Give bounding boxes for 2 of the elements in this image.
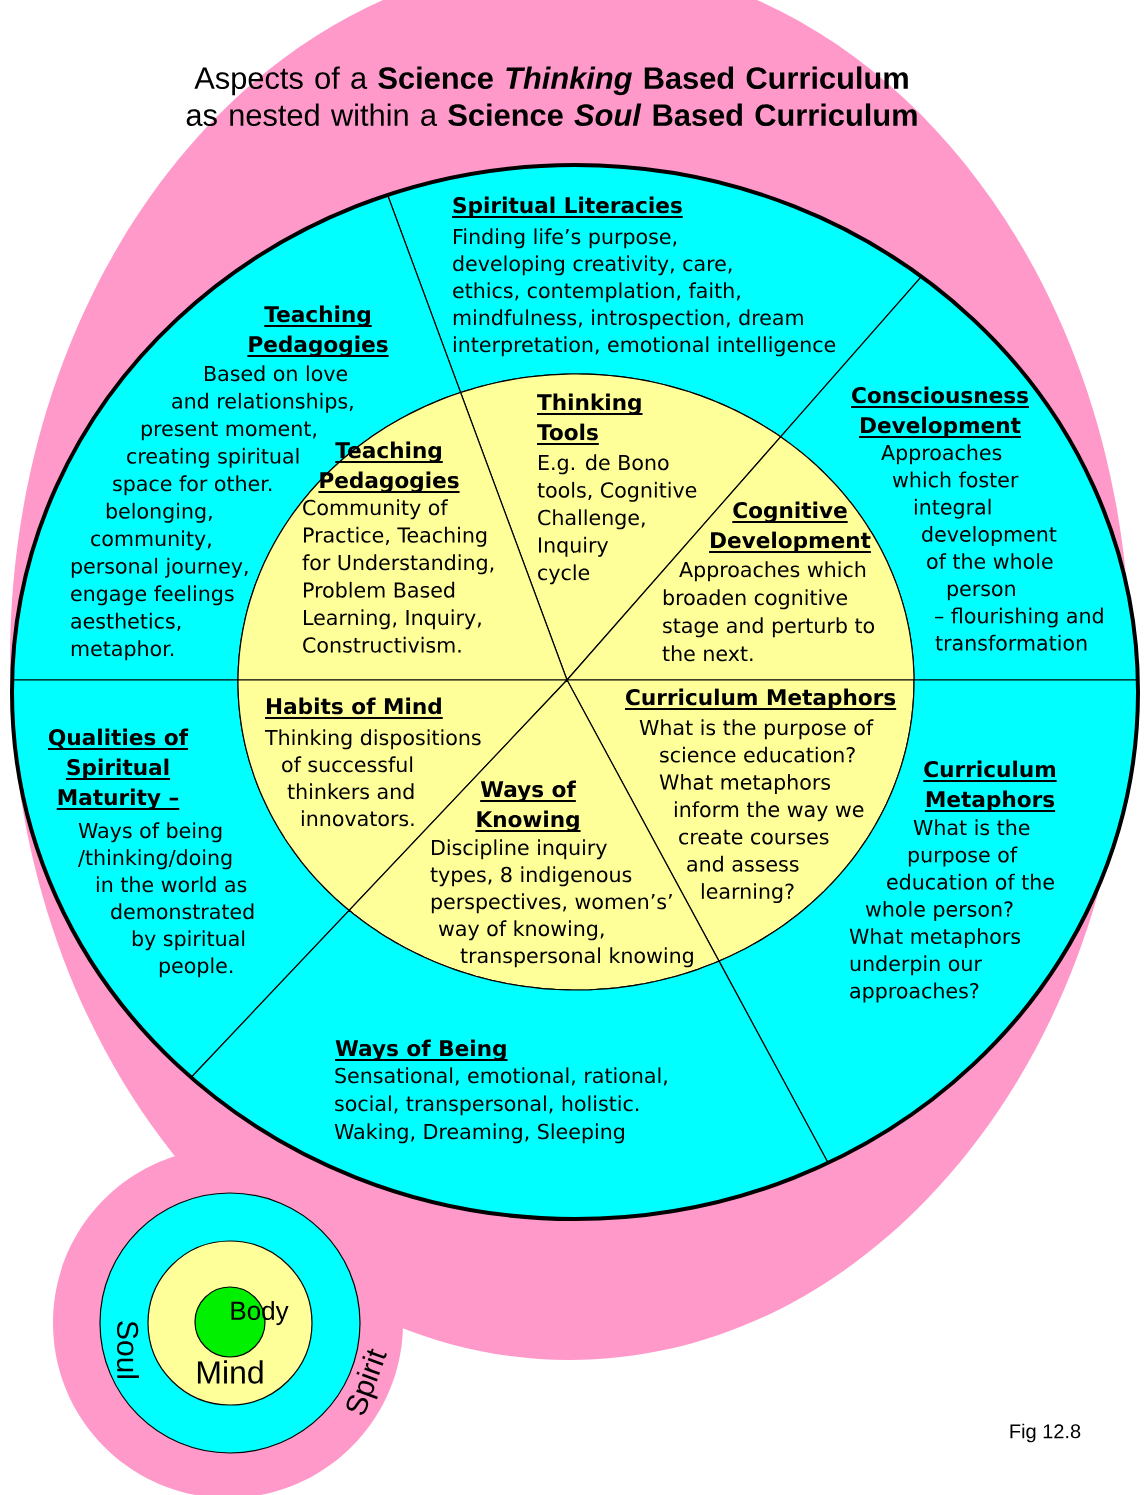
title: Aspects of a Science Thinking Based Curriculum as nested within a Science Soul Based Curriculum (186, 66, 917, 127)
figure-number: Fig 12.8 (1010, 1423, 1081, 1443)
